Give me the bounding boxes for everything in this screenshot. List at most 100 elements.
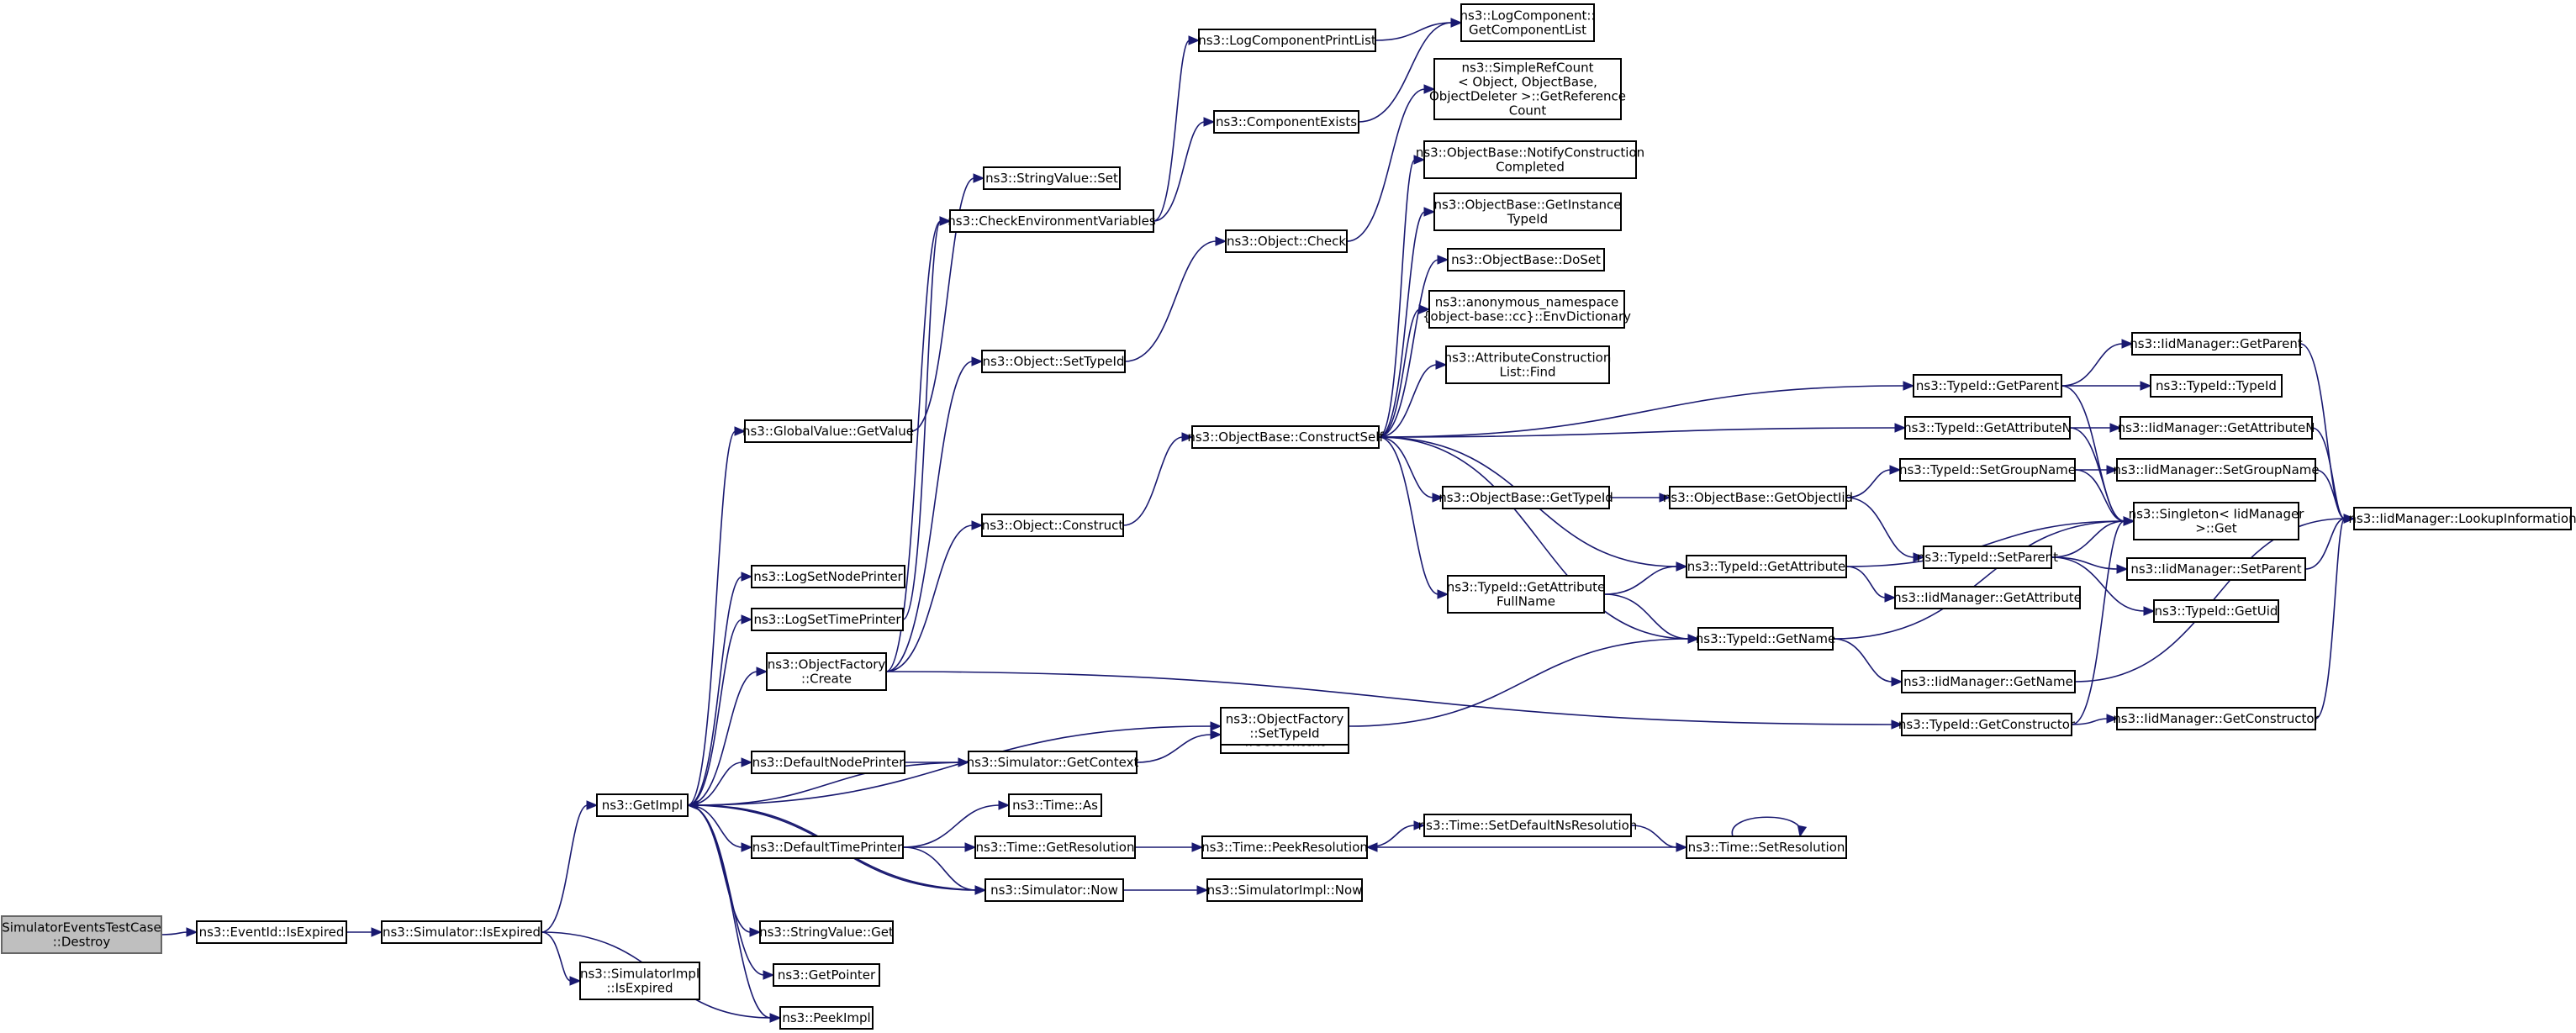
node-getpointer[interactable]: ns3::GetPointer: [773, 963, 880, 987]
edge-componentexists-to-logcomp-getlist: [1358, 18, 1463, 123]
node-label: ns3::GetPointer: [778, 967, 876, 983]
node-label: ns3::Simulator::GetContext: [967, 755, 1139, 770]
node-iid-getattribute[interactable]: ns3::IidManager::GetAttribute: [1893, 586, 2082, 609]
node-iid-setgroupname[interactable]: ns3::IidManager::SetGroupName: [2113, 458, 2320, 482]
node-time-setdefaultns[interactable]: ns3::Time::SetDefaultNsResolution: [1418, 814, 1638, 837]
node-objbase-notify[interactable]: ns3::ObjectBase::NotifyConstructionCompl…: [1416, 140, 1644, 179]
edge-typeid-getname-to-singleton-get: [1832, 516, 2135, 640]
node-stringvalue-set[interactable]: ns3::StringValue::Set: [983, 166, 1121, 190]
node-time-setresolution[interactable]: ns3::Time::SetResolution: [1686, 835, 1847, 859]
node-object-construct[interactable]: ns3::Object::Construct: [981, 514, 1124, 537]
arrow-head: [756, 667, 768, 677]
node-label: ns3::Time::SetResolution: [1688, 840, 1845, 855]
node-iid-getparent[interactable]: ns3::IidManager::GetParent: [2130, 332, 2303, 356]
node-sim-getcontext[interactable]: ns3::Simulator::GetContext: [967, 751, 1139, 774]
edge-iid-getconstructor-to-iid-lookupinfo: [2315, 514, 2356, 719]
node-box: [1, 915, 162, 954]
node-iid-setparent[interactable]: ns3::IidManager::SetParent: [2126, 557, 2306, 581]
edge-typeid-setparent-to-typeid-getuid: [2051, 556, 2156, 616]
node-componentexists[interactable]: ns3::ComponentExists: [1213, 110, 1359, 134]
edge-sim-isexpired-to-getimpl: [541, 800, 599, 933]
arrow-head: [1423, 207, 1436, 217]
node-logsetnodeprinter[interactable]: ns3::LogSetNodePrinter: [751, 565, 905, 588]
arrow-head: [1889, 465, 1902, 475]
node-objbase-doset[interactable]: ns3::ObjectBase::DoSet: [1447, 248, 1605, 271]
node-label: ns3::IidManager::SetParent: [2130, 561, 2301, 577]
node-simplerefcount[interactable]: ns3::SimpleRefCount< Object, ObjectBase,…: [1429, 58, 1626, 120]
node-logcomp-getlist[interactable]: ns3::LogComponent::GetComponentList: [1460, 3, 1596, 42]
node-label: ns3::Simulator::IsExpired: [383, 925, 541, 940]
node-label: >::Get: [2195, 521, 2237, 536]
edge-line: [1346, 88, 1426, 242]
node-simimpl-isexpired[interactable]: ns3::SimulatorImpl::IsExpired: [579, 962, 700, 1000]
node-time-as[interactable]: ns3::Time::As: [1008, 793, 1102, 817]
node-typeid-getuid[interactable]: ns3::TypeId::GetUid: [2153, 599, 2279, 623]
node-sim-now[interactable]: ns3::Simulator::Now: [984, 878, 1124, 902]
node-box: [1913, 374, 2062, 398]
node-globalvalue-getvalue[interactable]: ns3::GlobalValue::GetValue: [742, 419, 914, 443]
node-label: ::IsExpired: [607, 981, 673, 996]
edge-line: [687, 430, 736, 806]
node-sim-isexpired[interactable]: ns3::Simulator::IsExpired: [381, 920, 542, 944]
node-checkenv[interactable]: ns3::CheckEnvironmentVariables: [948, 209, 1156, 233]
edge-line: [687, 576, 743, 806]
node-box: [1460, 3, 1595, 42]
node-label: ns3::SimulatorImpl::Now: [1207, 883, 1363, 898]
node-typeid-getname[interactable]: ns3::TypeId::GetName: [1696, 627, 1835, 651]
node-typeid-typeid[interactable]: ns3::TypeId::TypeId: [2150, 374, 2283, 398]
node-stringvalue-get[interactable]: ns3::StringValue::Get: [759, 920, 894, 944]
node-typeid-setparent[interactable]: ns3::TypeId::SetParent: [1917, 545, 2058, 569]
arrow-head: [939, 216, 952, 226]
node-box: [2131, 332, 2301, 356]
node-time-peekresolution[interactable]: ns3::Time::PeekResolution: [1201, 835, 1368, 859]
node-getimpl[interactable]: ns3::GetImpl: [596, 793, 689, 817]
edge-line: [687, 671, 758, 806]
edge-line: [902, 804, 1000, 848]
node-objbase-constructself[interactable]: ns3::ObjectBase::ConstructSelf: [1187, 425, 1384, 449]
node-box: [2116, 707, 2316, 730]
node-box: [1225, 229, 1348, 253]
edge-line: [1378, 159, 1416, 438]
node-peekimpl[interactable]: ns3::PeekImpl: [779, 1006, 874, 1030]
edge-line: [161, 931, 188, 935]
node-logsettimeprinter[interactable]: ns3::LogSetTimePrinter: [751, 608, 904, 631]
arrow-head: [1687, 634, 1700, 644]
node-box: [2126, 557, 2306, 581]
node-object-settypeid[interactable]: ns3::Object::SetTypeId: [981, 350, 1126, 373]
node-object-check[interactable]: ns3::Object::Check: [1225, 229, 1348, 253]
node-simimpl-now[interactable]: ns3::SimulatorImpl::Now: [1206, 878, 1363, 902]
node-defaultnodeprinter[interactable]: ns3::DefaultNodePrinter: [751, 751, 905, 774]
node-eventid-isexpired[interactable]: ns3::EventId::IsExpired: [196, 920, 347, 944]
node-iid-getconstructor[interactable]: ns3::IidManager::GetConstructor: [2113, 707, 2320, 730]
node-objfactory-create[interactable]: ns3::ObjectFactory::Create: [766, 652, 887, 691]
node-iid-getname[interactable]: ns3::IidManager::GetName: [1901, 670, 2076, 693]
node-typeid-getparent[interactable]: ns3::TypeId::GetParent: [1913, 374, 2062, 398]
node-objfactory-settypeid[interactable]: ns3::ObjectFactory::SetTypeId: [1220, 707, 1349, 746]
node-root[interactable]: SimulatorEventsTestCase::Destroy: [1, 915, 162, 954]
edge-line: [1124, 240, 1217, 362]
node-iid-getattributen[interactable]: ns3::IidManager::GetAttributeN: [2118, 416, 2315, 440]
node-logcompprintlist[interactable]: ns3::LogComponentPrintList: [1198, 29, 1376, 52]
node-typeid-getattributen[interactable]: ns3::TypeId::GetAttributeN: [1903, 416, 2072, 440]
arrow-head: [1437, 589, 1449, 599]
node-objbase-gettypeid[interactable]: ns3::ObjectBase::GetTypeId: [1438, 486, 1613, 509]
node-box: [1669, 486, 1847, 509]
arrow-head: [1418, 304, 1431, 314]
node-time-getresolution[interactable]: ns3::Time::GetResolution: [974, 835, 1136, 859]
node-label: TypeId: [1507, 212, 1548, 227]
node-singleton-get[interactable]: ns3::Singleton< IidManager >::Get: [2129, 502, 2305, 540]
node-objbase-getobjectiid[interactable]: ns3::ObjectBase::GetObjectIid: [1663, 486, 1853, 509]
node-typeid-getconstructor[interactable]: ns3::TypeId::GetConstructor: [1898, 713, 2076, 736]
arrow-head: [1210, 730, 1222, 740]
node-box: [981, 514, 1124, 537]
arrow-head: [2143, 606, 2156, 616]
node-defaulttimeprinter[interactable]: ns3::DefaultTimePrinter: [751, 835, 904, 859]
edge-line: [902, 220, 942, 620]
node-typeid-getattribute[interactable]: ns3::TypeId::GetAttribute: [1686, 555, 1847, 578]
node-anon-envdict[interactable]: ns3::anonymous_namespace{object-base::cc…: [1423, 290, 1631, 329]
node-typeid-setgroupname[interactable]: ns3::TypeId::SetGroupName: [1899, 458, 2076, 482]
node-iid-lookupinfo[interactable]: ns3::IidManager::LookupInformation: [2348, 507, 2576, 530]
